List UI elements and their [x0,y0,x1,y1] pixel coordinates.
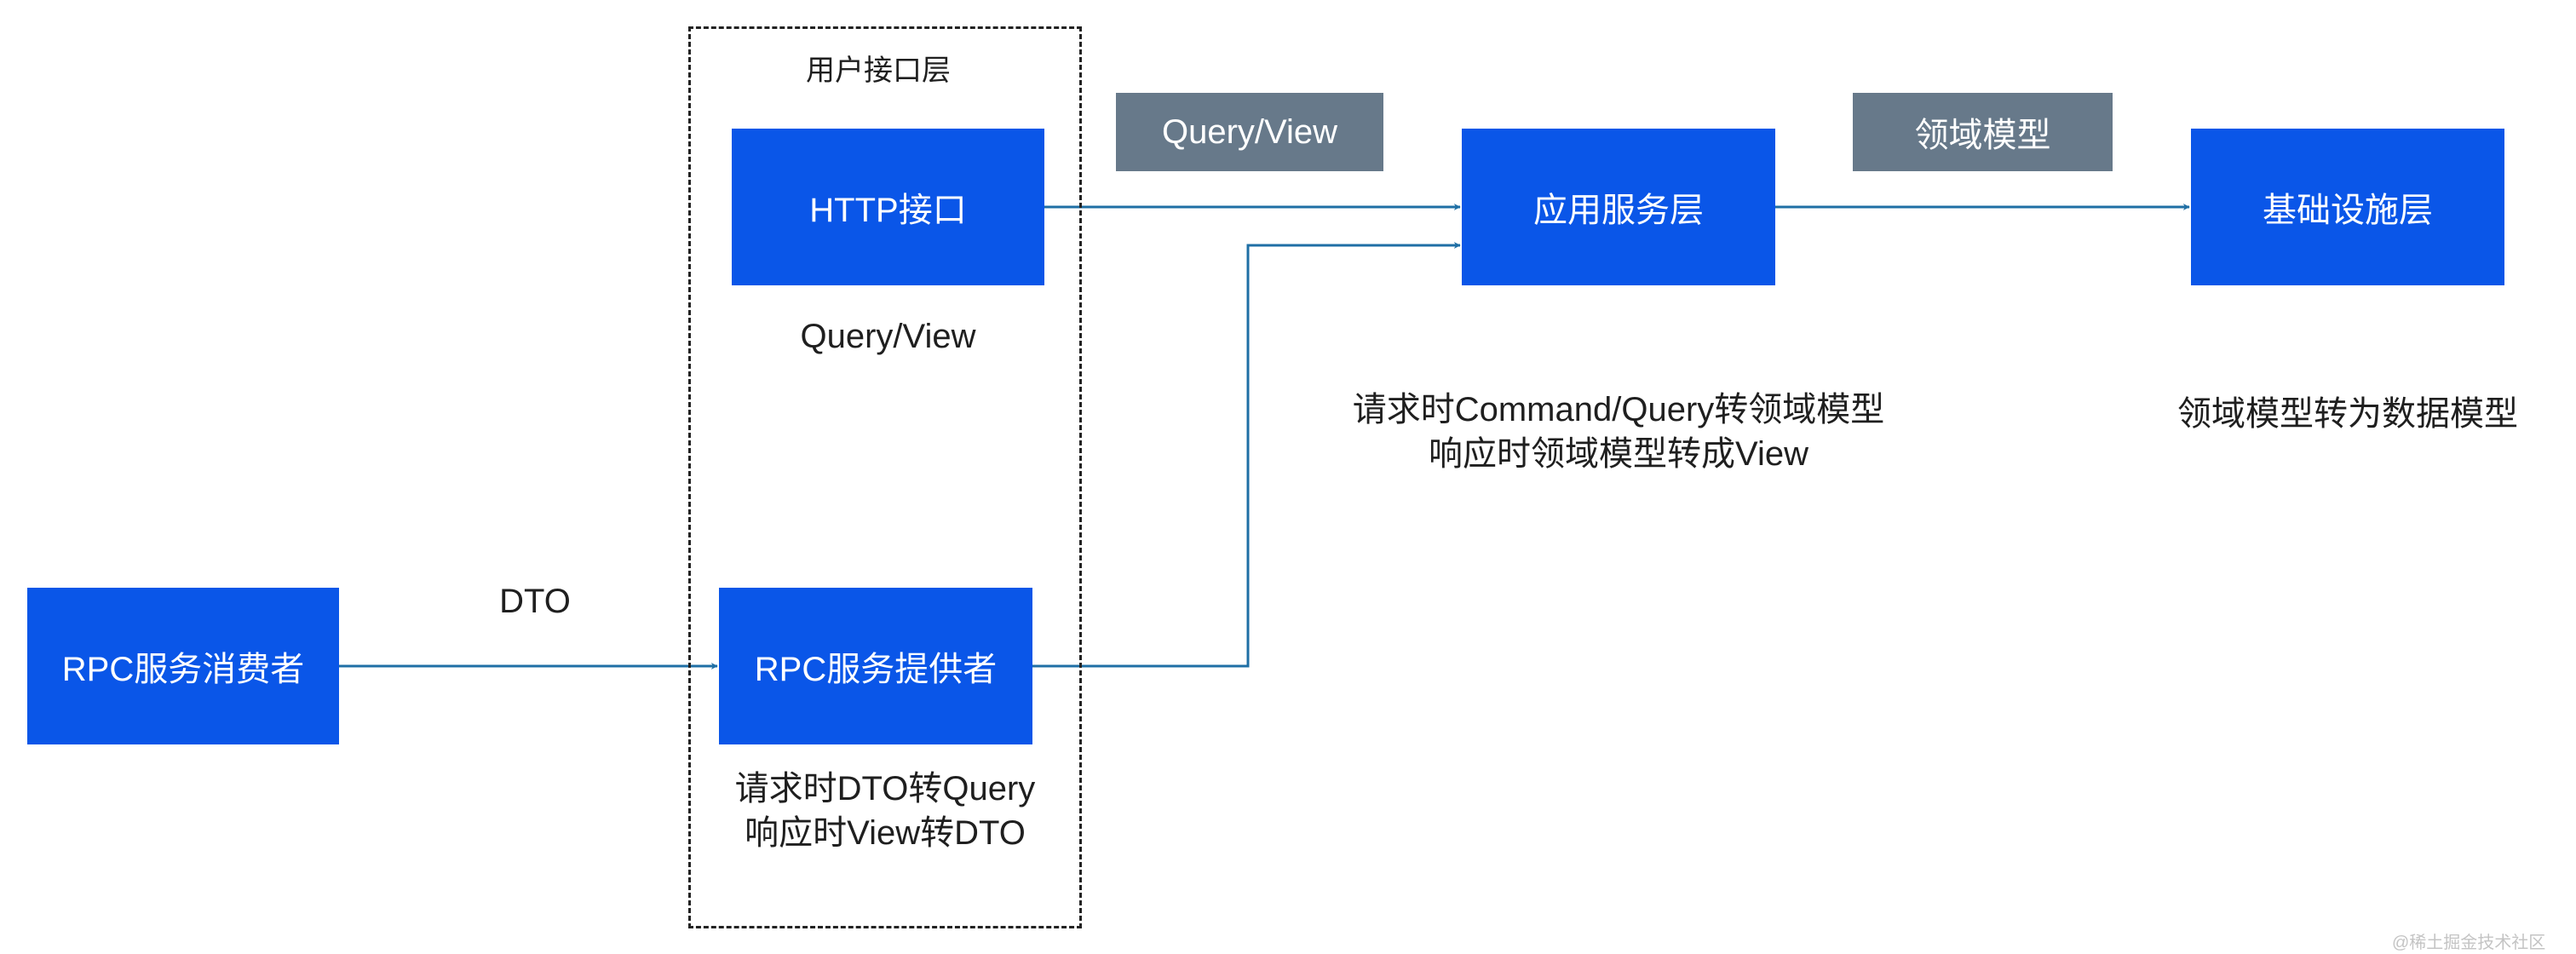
rpc-consumer-node[interactable]: RPC服务消费者 [27,588,339,744]
app-service-note-line2: 响应时领域模型转成View [1429,435,1808,473]
user-interface-layer-title: 用户接口层 [806,55,951,87]
infrastructure-layer-label: 基础设施层 [2263,192,2433,229]
rpc-provider-note: 请求时DTO转Query 响应时View转DTO [688,767,1082,855]
query-view-tag-label: Query/View [1161,112,1337,151]
rpc-consumer-label: RPC服务消费者 [61,651,305,688]
http-interface-label: HTTP接口 [809,192,967,229]
http-interface-node[interactable]: HTTP接口 [732,129,1044,285]
app-service-layer-node[interactable]: 应用服务层 [1462,129,1775,285]
dto-label: DTO [499,583,571,620]
user-interface-layer-group [688,26,1082,928]
watermark: @稀土掘金技术社区 [2392,934,2546,952]
rpc-provider-label: RPC服务提供者 [754,651,998,688]
app-service-note-line1: 请求时Command/Query转领域模型 [1352,391,1885,428]
rpc-provider-node[interactable]: RPC服务提供者 [719,588,1032,744]
rpc-provider-note-line1: 请求时DTO转Query [734,770,1036,807]
infrastructure-note: 领域模型转为数据模型 [2177,395,2518,433]
domain-model-tag: 领域模型 [1853,93,2113,171]
http-query-view-label: Query/View [800,318,976,355]
app-service-layer-label: 应用服务层 [1533,192,1704,229]
query-view-tag: Query/View [1116,93,1383,171]
infrastructure-layer-node[interactable]: 基础设施层 [2191,129,2504,285]
domain-model-tag-label: 领域模型 [1914,117,2051,154]
app-service-note: 请求时Command/Query转领域模型 响应时领域模型转成View [1278,388,1959,476]
rpc-provider-note-line2: 响应时View转DTO [745,814,1026,852]
